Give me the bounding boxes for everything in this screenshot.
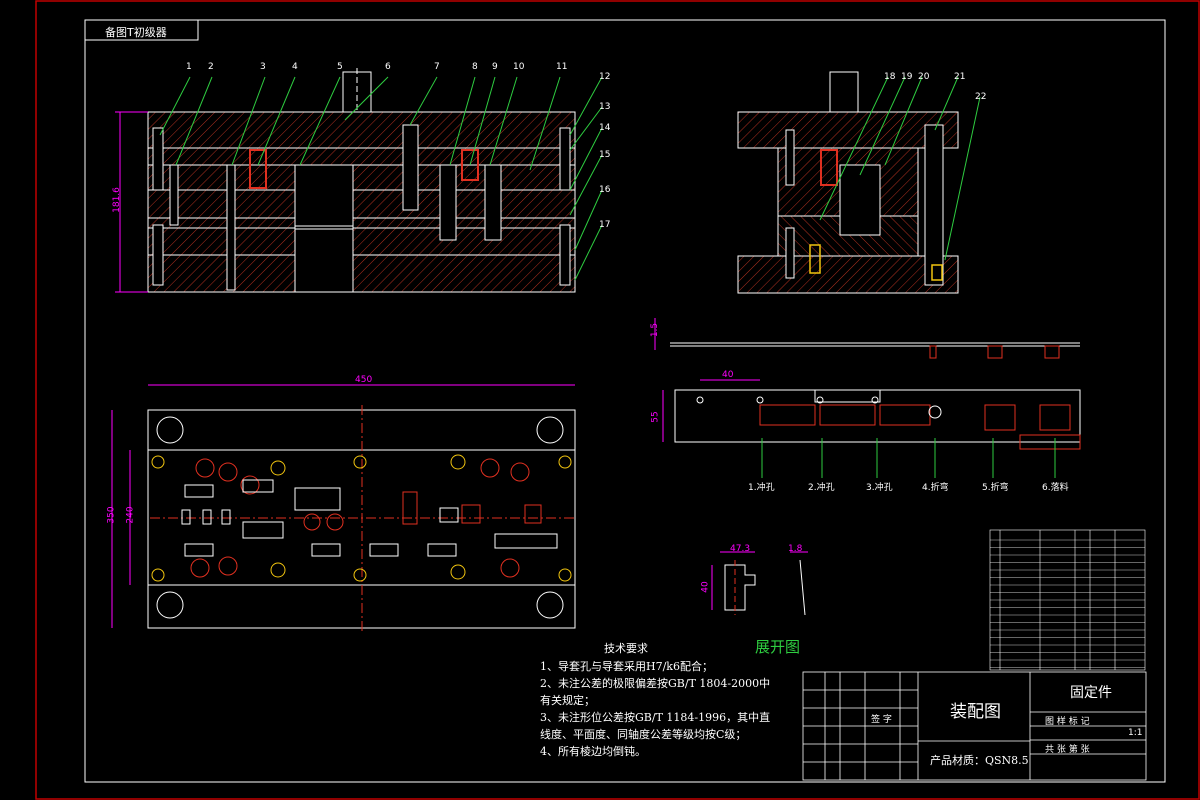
dim-front-height: 181.6 (111, 187, 122, 213)
dim-blank-t: 1.8 (788, 544, 803, 554)
front-section-view (115, 68, 603, 293)
corner-tag: 备图T初级器 (105, 26, 167, 39)
title-block (802, 671, 1147, 781)
dim-plan-width: 450 (355, 375, 373, 385)
part-label: 15 (599, 150, 611, 160)
part-name: 固定件 (1070, 685, 1112, 701)
part-label: 6 (385, 62, 391, 72)
stage-label: 图 样 标 记 (1045, 717, 1090, 727)
part-label: 17 (599, 220, 611, 230)
part-label: 12 (599, 72, 611, 82)
station-label: 1.冲孔 (748, 483, 775, 493)
part-label: 22 (975, 92, 987, 102)
outer-frame (35, 0, 1200, 800)
dim-blank-w: 47.3 (730, 544, 751, 554)
side-section-view (737, 71, 981, 294)
part-label: 9 (492, 62, 498, 72)
strip-layout (654, 318, 1081, 478)
tech-item: 线度、平面度、同轴度公差等级均按C级； (540, 728, 747, 741)
station-label: 6.落料 (1042, 483, 1069, 493)
part-label: 11 (556, 62, 568, 72)
part-label: 10 (513, 62, 525, 72)
part-label: 4 (292, 62, 298, 72)
dim-plan-height: 350 (106, 506, 117, 524)
part-label: 5 (337, 62, 343, 72)
part-label: 13 (599, 102, 611, 112)
dim-strip-width: 55 (650, 411, 661, 423)
part-label: 2 (208, 62, 214, 72)
part-label: 21 (954, 72, 966, 82)
unfold-view (711, 551, 808, 616)
dim-plan-inner: 240 (125, 506, 136, 524)
tech-item: 2、未注公差的极限偏差按GB/T 1804-2000中 (540, 677, 771, 690)
station-label: 2.冲孔 (808, 483, 835, 493)
tech-item: 有关规定； (540, 694, 595, 707)
part-label: 1 (186, 62, 192, 72)
tech-item: 1、导套孔与导套采用H7/k6配合； (540, 660, 713, 673)
tech-item: 4、所有棱边均倒钝。 (540, 745, 646, 758)
part-label: 19 (901, 72, 913, 82)
sheet-label: 共 张 第 张 (1045, 745, 1090, 755)
corner-tag-box (84, 19, 199, 41)
plan-view (111, 384, 576, 632)
station-label: 4.折弯 (922, 483, 949, 493)
sign-label: 签 字 (871, 715, 892, 725)
part-label: 14 (599, 123, 611, 133)
material: 产品材质：QSN8.5 (930, 754, 1029, 767)
part-label: 20 (918, 72, 930, 82)
part-label: 3 (260, 62, 266, 72)
part-label: 18 (884, 72, 896, 82)
dim-blank-h: 40 (700, 581, 711, 593)
part-label: 7 (434, 62, 440, 72)
dim-strip-pitch: 40 (722, 370, 734, 380)
part-label: 16 (599, 185, 611, 195)
station-label: 5.折弯 (982, 483, 1009, 493)
scale-value: 1:1 (1128, 728, 1143, 738)
part-label: 8 (472, 62, 478, 72)
drawing-name: 装配图 (950, 702, 1001, 722)
unfold-label: 展开图 (755, 638, 801, 656)
dim-strip-thick: 1.5 (650, 322, 661, 338)
tech-item: 3、未注形位公差按GB/T 1184-1996，其中直 (540, 711, 771, 724)
inner-frame (84, 19, 1166, 783)
station-label: 3.冲孔 (866, 483, 893, 493)
tech-title: 技术要求 (604, 642, 648, 655)
